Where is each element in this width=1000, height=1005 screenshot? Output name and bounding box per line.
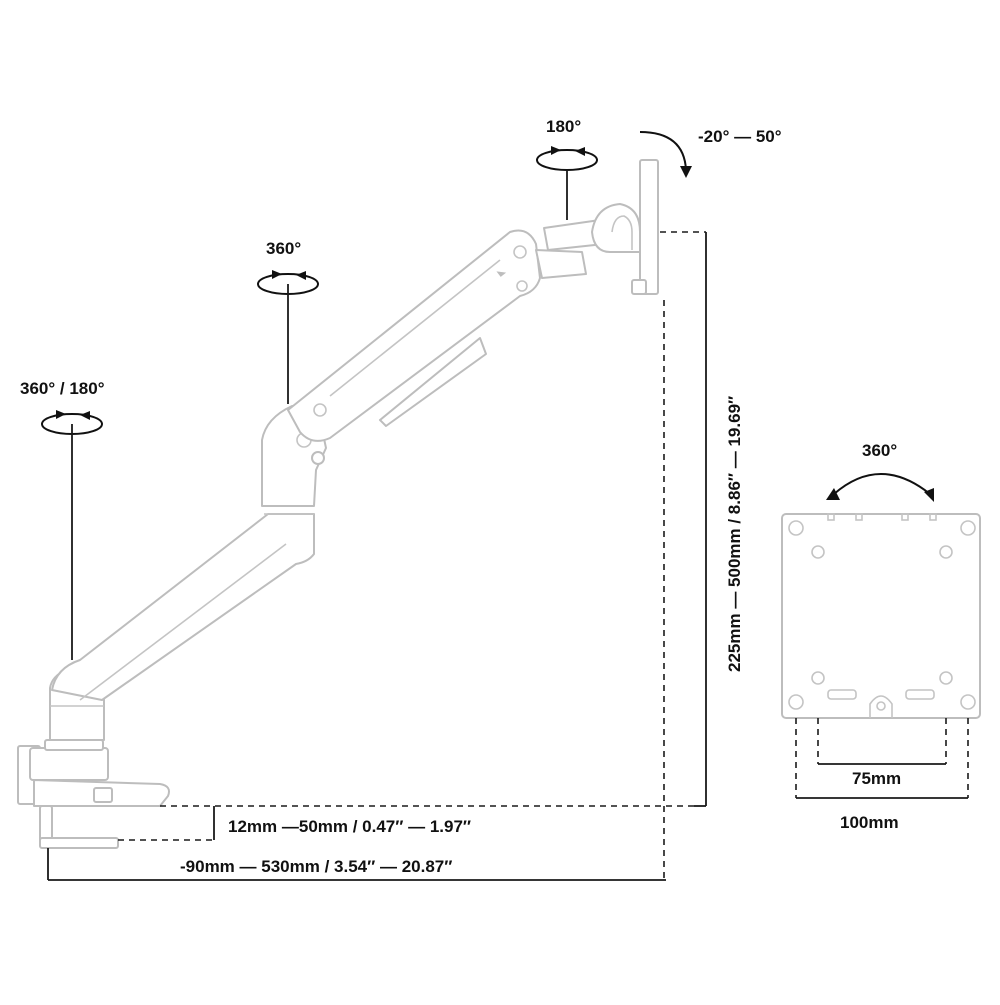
vesa-100-dimension: 100mm xyxy=(795,718,969,832)
reach-dimension: -90mm — 530mm / 3.54″ — 20.87″ xyxy=(47,848,666,881)
arrow-right-icon xyxy=(272,270,282,279)
base-rotation: 360° / 180° xyxy=(20,379,105,660)
vesa-plate-front: 360° xyxy=(781,441,981,719)
arrow-right-icon xyxy=(56,410,66,419)
tilt-indicator: -20° — 50° xyxy=(639,127,782,178)
height-range-label: 225mm — 500mm / 8.86″ — 19.69″ xyxy=(725,396,744,672)
arrow-right-icon xyxy=(551,146,561,155)
arrow-right-icon xyxy=(924,488,934,502)
arrow-down-icon xyxy=(680,166,692,178)
height-dimension: 225mm — 500mm / 8.86″ — 19.69″ xyxy=(160,231,744,880)
rotate-icon xyxy=(536,149,598,171)
tilt-arc xyxy=(639,131,687,171)
upper-arm: ◣ xyxy=(287,229,541,442)
head-joint xyxy=(535,203,641,279)
base-rotation-label: 360° / 180° xyxy=(20,379,105,398)
elbow-rotation-label: 360° xyxy=(266,239,301,258)
desk-clamp xyxy=(17,739,170,849)
arrow-left-icon xyxy=(80,411,90,420)
reach-range-label: -90mm — 530mm / 3.54″ — 20.87″ xyxy=(180,857,452,876)
elbow-rotation: 360° xyxy=(257,239,319,404)
brand-logo: ◣ xyxy=(495,265,507,277)
monitor-arm-illustration: ◣ xyxy=(17,159,659,849)
tilt-label: -20° — 50° xyxy=(698,127,782,146)
vesa-75-dimension: 75mm xyxy=(817,718,947,788)
lower-arm xyxy=(51,505,315,701)
vesa-100-label: 100mm xyxy=(840,813,899,832)
head-rotation: 180° xyxy=(536,117,598,220)
vesa-rotation-label: 360° xyxy=(862,441,897,460)
arrow-left-icon xyxy=(575,147,585,156)
vesa-plate-side xyxy=(631,159,659,295)
clamp-dimension: 12mm —50mm / 0.47″ — 1.97″ xyxy=(118,806,471,841)
clamp-range-label: 12mm —50mm / 0.47″ — 1.97″ xyxy=(228,817,471,836)
arrow-left-icon xyxy=(296,271,306,280)
vesa-75-label: 75mm xyxy=(852,769,901,788)
arrow-left-icon xyxy=(826,488,840,500)
head-rotation-label: 180° xyxy=(546,117,581,136)
vesa-rotation-arc xyxy=(833,473,931,495)
